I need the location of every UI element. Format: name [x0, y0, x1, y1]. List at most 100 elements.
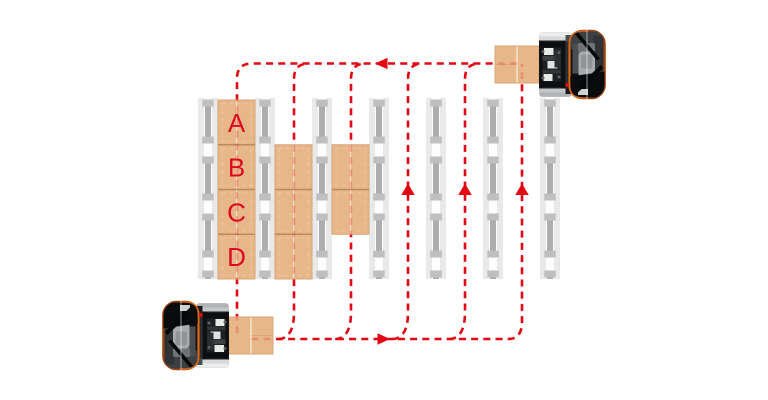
rack-beam — [544, 213, 556, 258]
rack-rail — [198, 98, 218, 279]
brand-red-dot — [565, 83, 569, 87]
fork-carrier-top — [539, 42, 566, 48]
rack-beam — [373, 213, 385, 258]
rack-rail — [483, 98, 503, 279]
cab-bottom-plate — [578, 89, 588, 95]
rack-beam — [316, 213, 328, 258]
rack-rail — [426, 98, 446, 279]
rack-rail — [312, 98, 332, 279]
fork-carrier-bottom — [202, 313, 229, 319]
rack-beam — [202, 270, 214, 279]
mast-slot — [547, 61, 558, 69]
rack-beams — [202, 99, 214, 279]
rack-beam — [430, 99, 442, 144]
cab-interior — [569, 31, 605, 98]
pallet — [278, 145, 309, 189]
rack-beam — [430, 270, 442, 279]
roof-pillar — [164, 304, 196, 335]
carried-pallet — [228, 316, 274, 355]
mast-slot — [210, 331, 221, 339]
rack-beam — [202, 99, 214, 144]
rack-rail — [369, 98, 389, 279]
chassis-rear-shade — [540, 92, 571, 97]
route-arrows — [375, 57, 529, 345]
pallet — [275, 233, 312, 279]
rack-beam — [316, 99, 328, 144]
slot-label-b: B — [228, 153, 245, 183]
route-lane-5 — [448, 62, 481, 341]
rack-beam — [316, 270, 328, 279]
rack-beam — [487, 156, 499, 201]
mast-carriage — [202, 311, 229, 360]
pallet-marking-outline — [335, 192, 366, 232]
rack-beam — [430, 213, 442, 258]
pallet: A — [221, 100, 252, 144]
slot-label-c: C — [227, 197, 246, 227]
slot-label-a: A — [228, 108, 246, 138]
pallet-marking-outline — [335, 147, 366, 187]
rack-beams — [487, 99, 499, 279]
rack-rails — [198, 98, 560, 279]
route-bottom-run-and-return-lane — [251, 64, 524, 341]
chassis-rear-shade — [197, 303, 228, 308]
rack-beams — [316, 99, 328, 279]
pallet — [332, 188, 369, 234]
forklift-top-right — [494, 29, 606, 100]
rack-beam — [487, 99, 499, 144]
cab-rim-highlight — [180, 301, 200, 370]
pallet-column — [331, 144, 370, 235]
pallet-marking-outline — [221, 237, 252, 276]
carried-pallet — [494, 45, 540, 84]
rack-beam — [544, 270, 556, 279]
rack-beam — [373, 270, 385, 279]
rack-beam — [544, 156, 556, 201]
pallet: D — [218, 233, 255, 279]
pallet-column — [274, 144, 313, 280]
pallet-marking-outline — [221, 192, 252, 232]
pallet-marking-outline — [278, 192, 309, 232]
route-arrow-westbound — [375, 57, 388, 70]
rack-beams — [373, 99, 385, 279]
slot-label-d: D — [227, 242, 246, 272]
rack-beam — [259, 156, 271, 201]
rack-beams — [544, 99, 556, 279]
pallet-marking-outline — [221, 147, 252, 187]
rack-beam — [259, 99, 271, 144]
fork-carrier-top — [202, 352, 229, 358]
rack-beam — [202, 213, 214, 258]
forklift-bottom-left — [162, 300, 274, 371]
cab-rim-highlight — [568, 30, 588, 99]
brand-red-dot — [199, 313, 203, 317]
mast-slot — [215, 319, 225, 326]
rack-beam — [544, 99, 556, 144]
rack-beam — [202, 156, 214, 201]
pallet — [335, 145, 366, 189]
pallet-marking-outline — [221, 103, 252, 142]
pallet-marking-outline — [278, 237, 309, 276]
rack-beam — [487, 213, 499, 258]
rack-beam — [259, 213, 271, 258]
rack-beam — [430, 156, 442, 201]
rack-beams — [430, 99, 442, 279]
roof-pillar — [572, 65, 604, 96]
rack-beam — [316, 156, 328, 201]
pallet: B — [218, 144, 255, 189]
cab-bottom-plate — [180, 305, 190, 311]
pallet: C — [218, 188, 255, 234]
rack-beams — [259, 99, 271, 279]
route-arrow-up-lane-4 — [401, 183, 415, 195]
rack-beam — [373, 156, 385, 201]
mast-slot — [214, 345, 224, 352]
route-arrow-eastbound — [377, 333, 390, 345]
pallet — [275, 188, 312, 234]
fork-carrier-bottom — [539, 81, 566, 87]
rack-beam — [373, 99, 385, 144]
route-arrow-up-lane-5 — [458, 183, 472, 195]
chassis-front-highlight — [197, 363, 228, 368]
rack-beam — [487, 270, 499, 279]
rack-rail — [255, 98, 275, 279]
mast-slot — [544, 48, 554, 55]
